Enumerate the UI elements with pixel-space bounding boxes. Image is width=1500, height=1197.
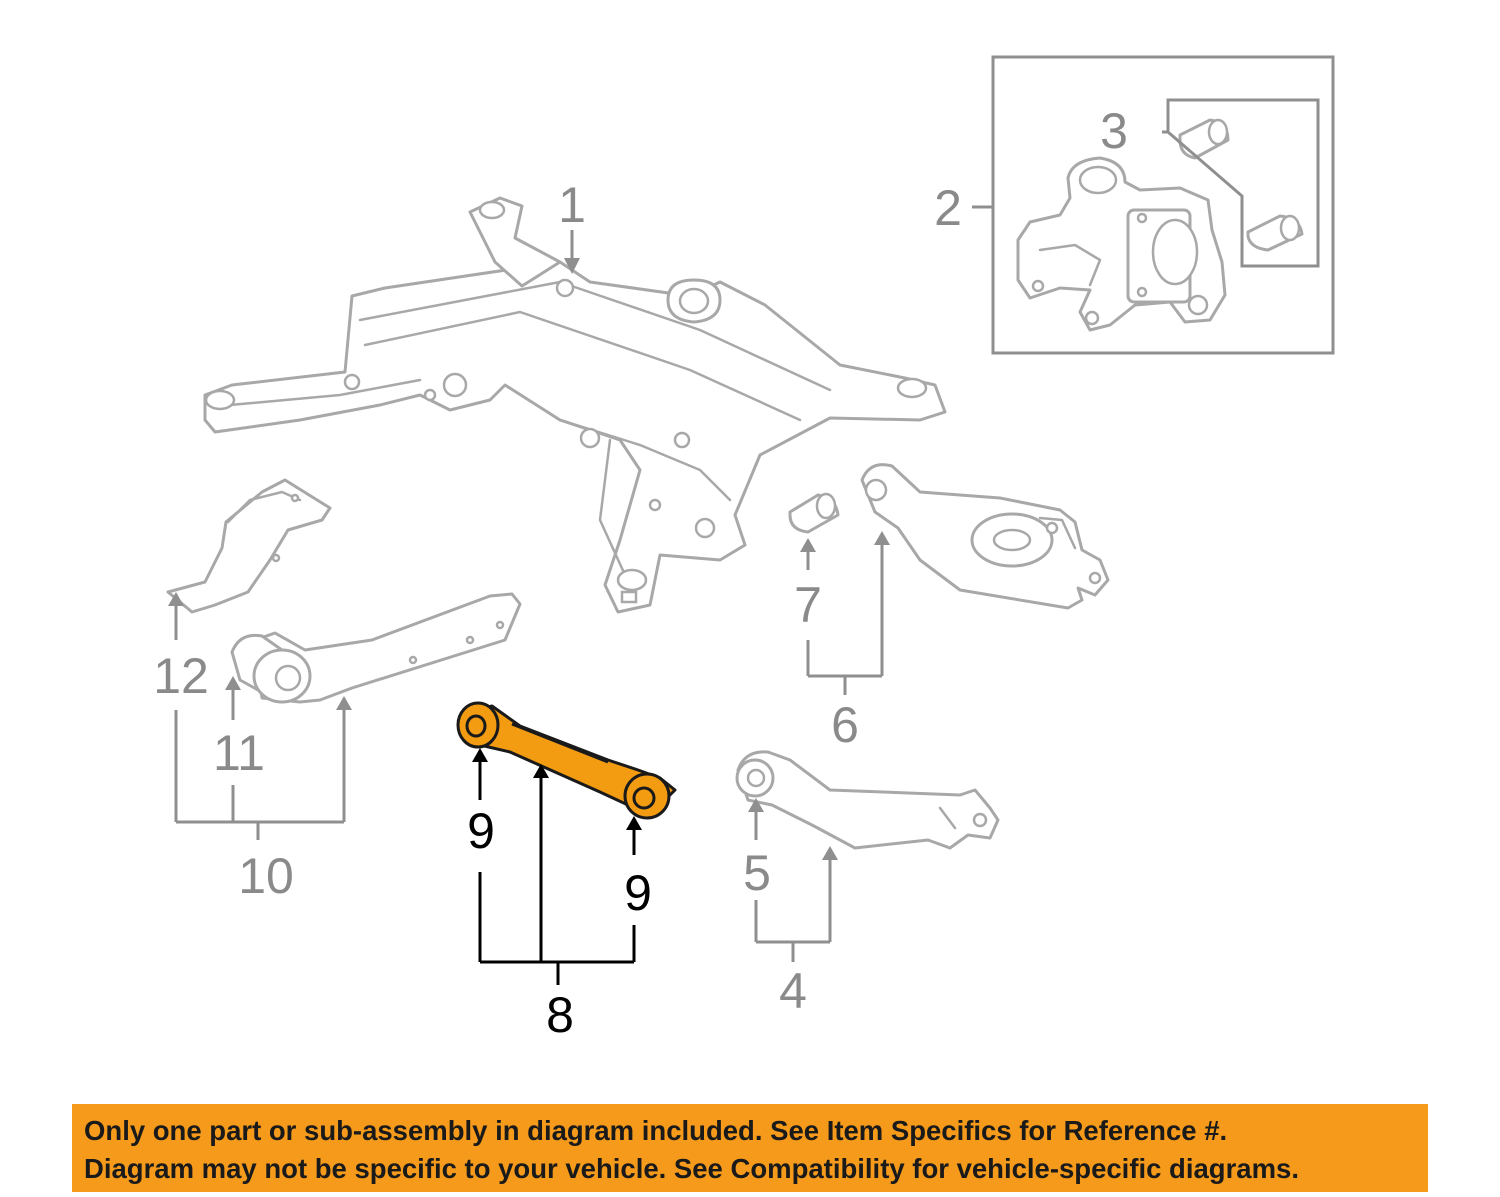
bracket-drawing-12 [166,478,332,614]
trailing-arm-drawing-10 [230,592,522,704]
crossmember-drawing [203,196,947,614]
leader-3 [1162,98,1320,268]
lateral-link-drawing-8 [456,701,677,820]
control-arm-drawing-6 [860,463,1110,610]
callout-11: 11 [213,725,265,781]
leader-1 [564,230,580,274]
notice-banner: Only one part or sub-assembly in diagram… [72,1104,1428,1192]
bushing-drawing-3a [1178,118,1230,160]
callout-6: 6 [831,697,859,753]
leader-5-4 [748,798,838,962]
callout-9-right: 9 [624,865,652,921]
notice-line-2: Diagram may not be specific to your vehi… [84,1153,1299,1184]
callout-2: 2 [934,180,962,236]
knuckle-drawing [1016,156,1227,332]
callout-5: 5 [743,845,771,901]
callout-10: 10 [238,848,294,904]
control-arm-drawing-4 [735,750,1000,850]
bushing-drawing-3b [1246,214,1304,252]
callout-9-left: 9 [467,803,495,859]
leader-8-9 [472,748,642,985]
knuckle-inset-box [991,55,1335,355]
leader-12-10-11 [168,592,352,840]
callout-12: 12 [153,648,209,704]
bushing-drawing-7 [788,492,840,534]
callout-3: 3 [1100,103,1128,159]
callout-4: 4 [779,963,807,1019]
callout-7: 7 [794,577,822,633]
callout-8: 8 [546,987,574,1043]
leader-7-6 [800,531,890,695]
notice-line-1: Only one part or sub-assembly in diagram… [84,1115,1228,1146]
callout-1: 1 [558,177,586,233]
